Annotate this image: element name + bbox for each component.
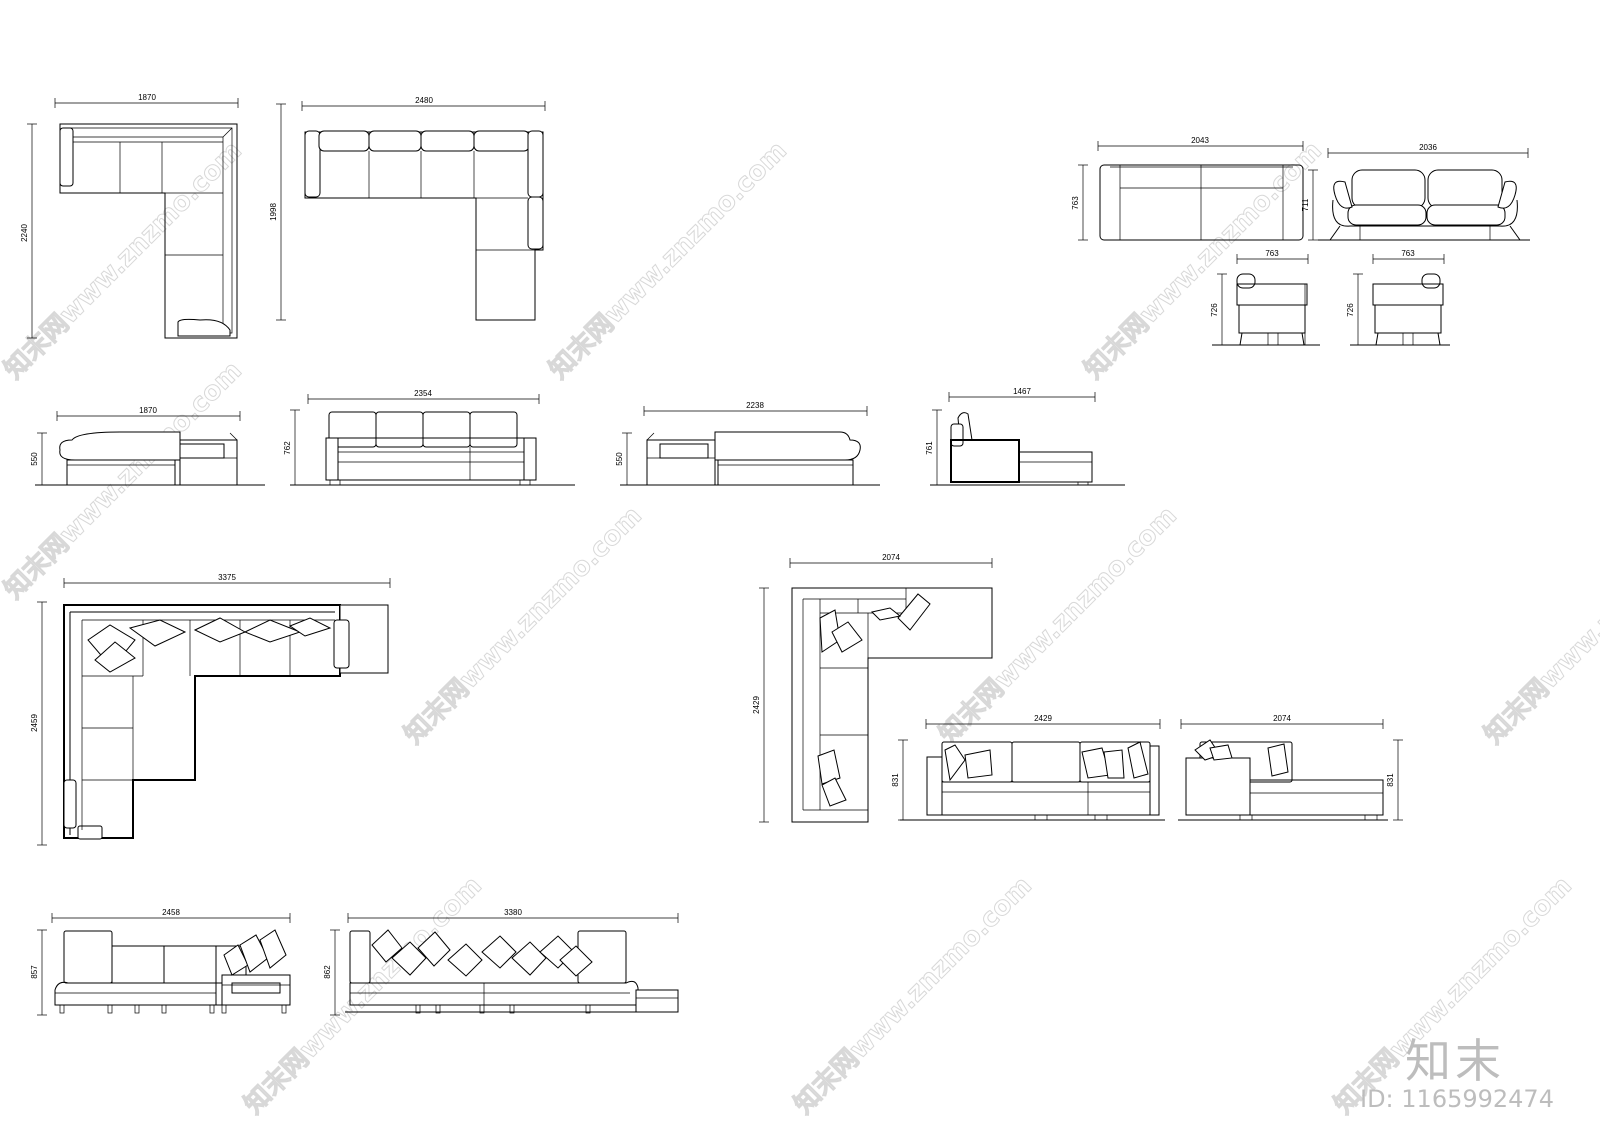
dim-831-elev-b: 831	[1386, 773, 1395, 787]
dim-2458-elev: 2458	[162, 908, 180, 917]
watermark-text: 知末网www.znzmo.com	[0, 136, 248, 385]
dim-1998-plan: 1998	[269, 203, 278, 221]
dim-763-plan: 763	[1071, 196, 1080, 210]
dim-763-side-b: 763	[1401, 249, 1415, 258]
elevation-sofa-3380: 3380 862	[323, 908, 679, 1016]
dim-2074-plan: 2074	[882, 553, 900, 562]
elevation-sofa-2036: 2036 711	[1301, 143, 1530, 241]
plan-straight-sofa-2043: 2043 763	[1071, 136, 1304, 241]
watermark-text: 知末网www.znzmo.com	[544, 136, 793, 385]
dim-2429-elev: 2429	[1034, 714, 1052, 723]
watermark-text: 知末网www.znzmo.com	[1079, 136, 1328, 385]
elevation-side-chair-a: 763 726	[1210, 249, 1320, 346]
dim-2074-elev: 2074	[1273, 714, 1291, 723]
watermark-text: 知末网www.znzmo.com	[1479, 501, 1600, 750]
dim-1870-plan: 1870	[138, 93, 156, 102]
dim-761-elev: 761	[925, 441, 934, 455]
image-id-label: ID: 1165992474	[1360, 1085, 1554, 1113]
dim-550-elev-a: 550	[30, 452, 39, 466]
dim-726-side-a: 726	[1210, 303, 1219, 317]
watermark-logo: 知末	[1405, 1034, 1505, 1088]
watermark-text: 知末网www.znzmo.com	[789, 871, 1038, 1120]
watermark-text: 知末网www.znzmo.com	[934, 501, 1183, 750]
dim-2036-elev: 2036	[1419, 143, 1437, 152]
elevation-sofa-1870: 1870 550	[30, 406, 265, 486]
dim-2429-plan-v: 2429	[752, 696, 761, 714]
elevation-chaise-1467: 1467 761	[925, 387, 1125, 486]
dim-2238-elev: 2238	[746, 401, 764, 410]
dim-3375-plan: 3375	[218, 573, 236, 582]
plan-l-sofa-1870: 1870 2240	[20, 93, 239, 339]
dim-726-side-b: 726	[1346, 303, 1355, 317]
elevation-sofa-2238: 2238 550	[615, 401, 880, 486]
dim-831-elev-a: 831	[891, 773, 900, 787]
elevation-sofa-2354: 2354 762	[283, 389, 575, 486]
dim-862-elev: 862	[323, 965, 332, 979]
dim-3380-elev: 3380	[504, 908, 522, 917]
elevation-side-chair-b: 763 726	[1346, 249, 1450, 346]
plan-l-sofa-2074: 2074 2429	[752, 553, 993, 823]
dim-2240-plan: 2240	[20, 224, 29, 242]
plan-l-sofa-2480: 2480 1998	[269, 96, 546, 321]
elevation-sofa-2458: 2458 857	[30, 908, 291, 1016]
elevation-sofa-2074: 2074 831	[1178, 714, 1403, 821]
dim-2459-plan: 2459	[30, 714, 39, 732]
dim-2480-plan: 2480	[415, 96, 433, 105]
dim-762-elev: 762	[283, 441, 292, 455]
dim-763-side-a: 763	[1265, 249, 1279, 258]
dim-2043-plan: 2043	[1191, 136, 1209, 145]
elevation-sofa-2429: 2429 831	[891, 714, 1165, 821]
dim-857-elev: 857	[30, 965, 39, 979]
plan-u-sofa-3375: 3375 2459	[30, 573, 391, 846]
dim-2354-elev: 2354	[414, 389, 432, 398]
watermark-text: 知末网www.znzmo.com	[0, 356, 248, 605]
watermark-text: 知末网www.znzmo.com	[399, 501, 648, 750]
dim-1870-elev: 1870	[139, 406, 157, 415]
dim-1467-elev: 1467	[1013, 387, 1031, 396]
dim-711-elev: 711	[1301, 198, 1310, 211]
dim-550-elev-b: 550	[615, 452, 624, 466]
